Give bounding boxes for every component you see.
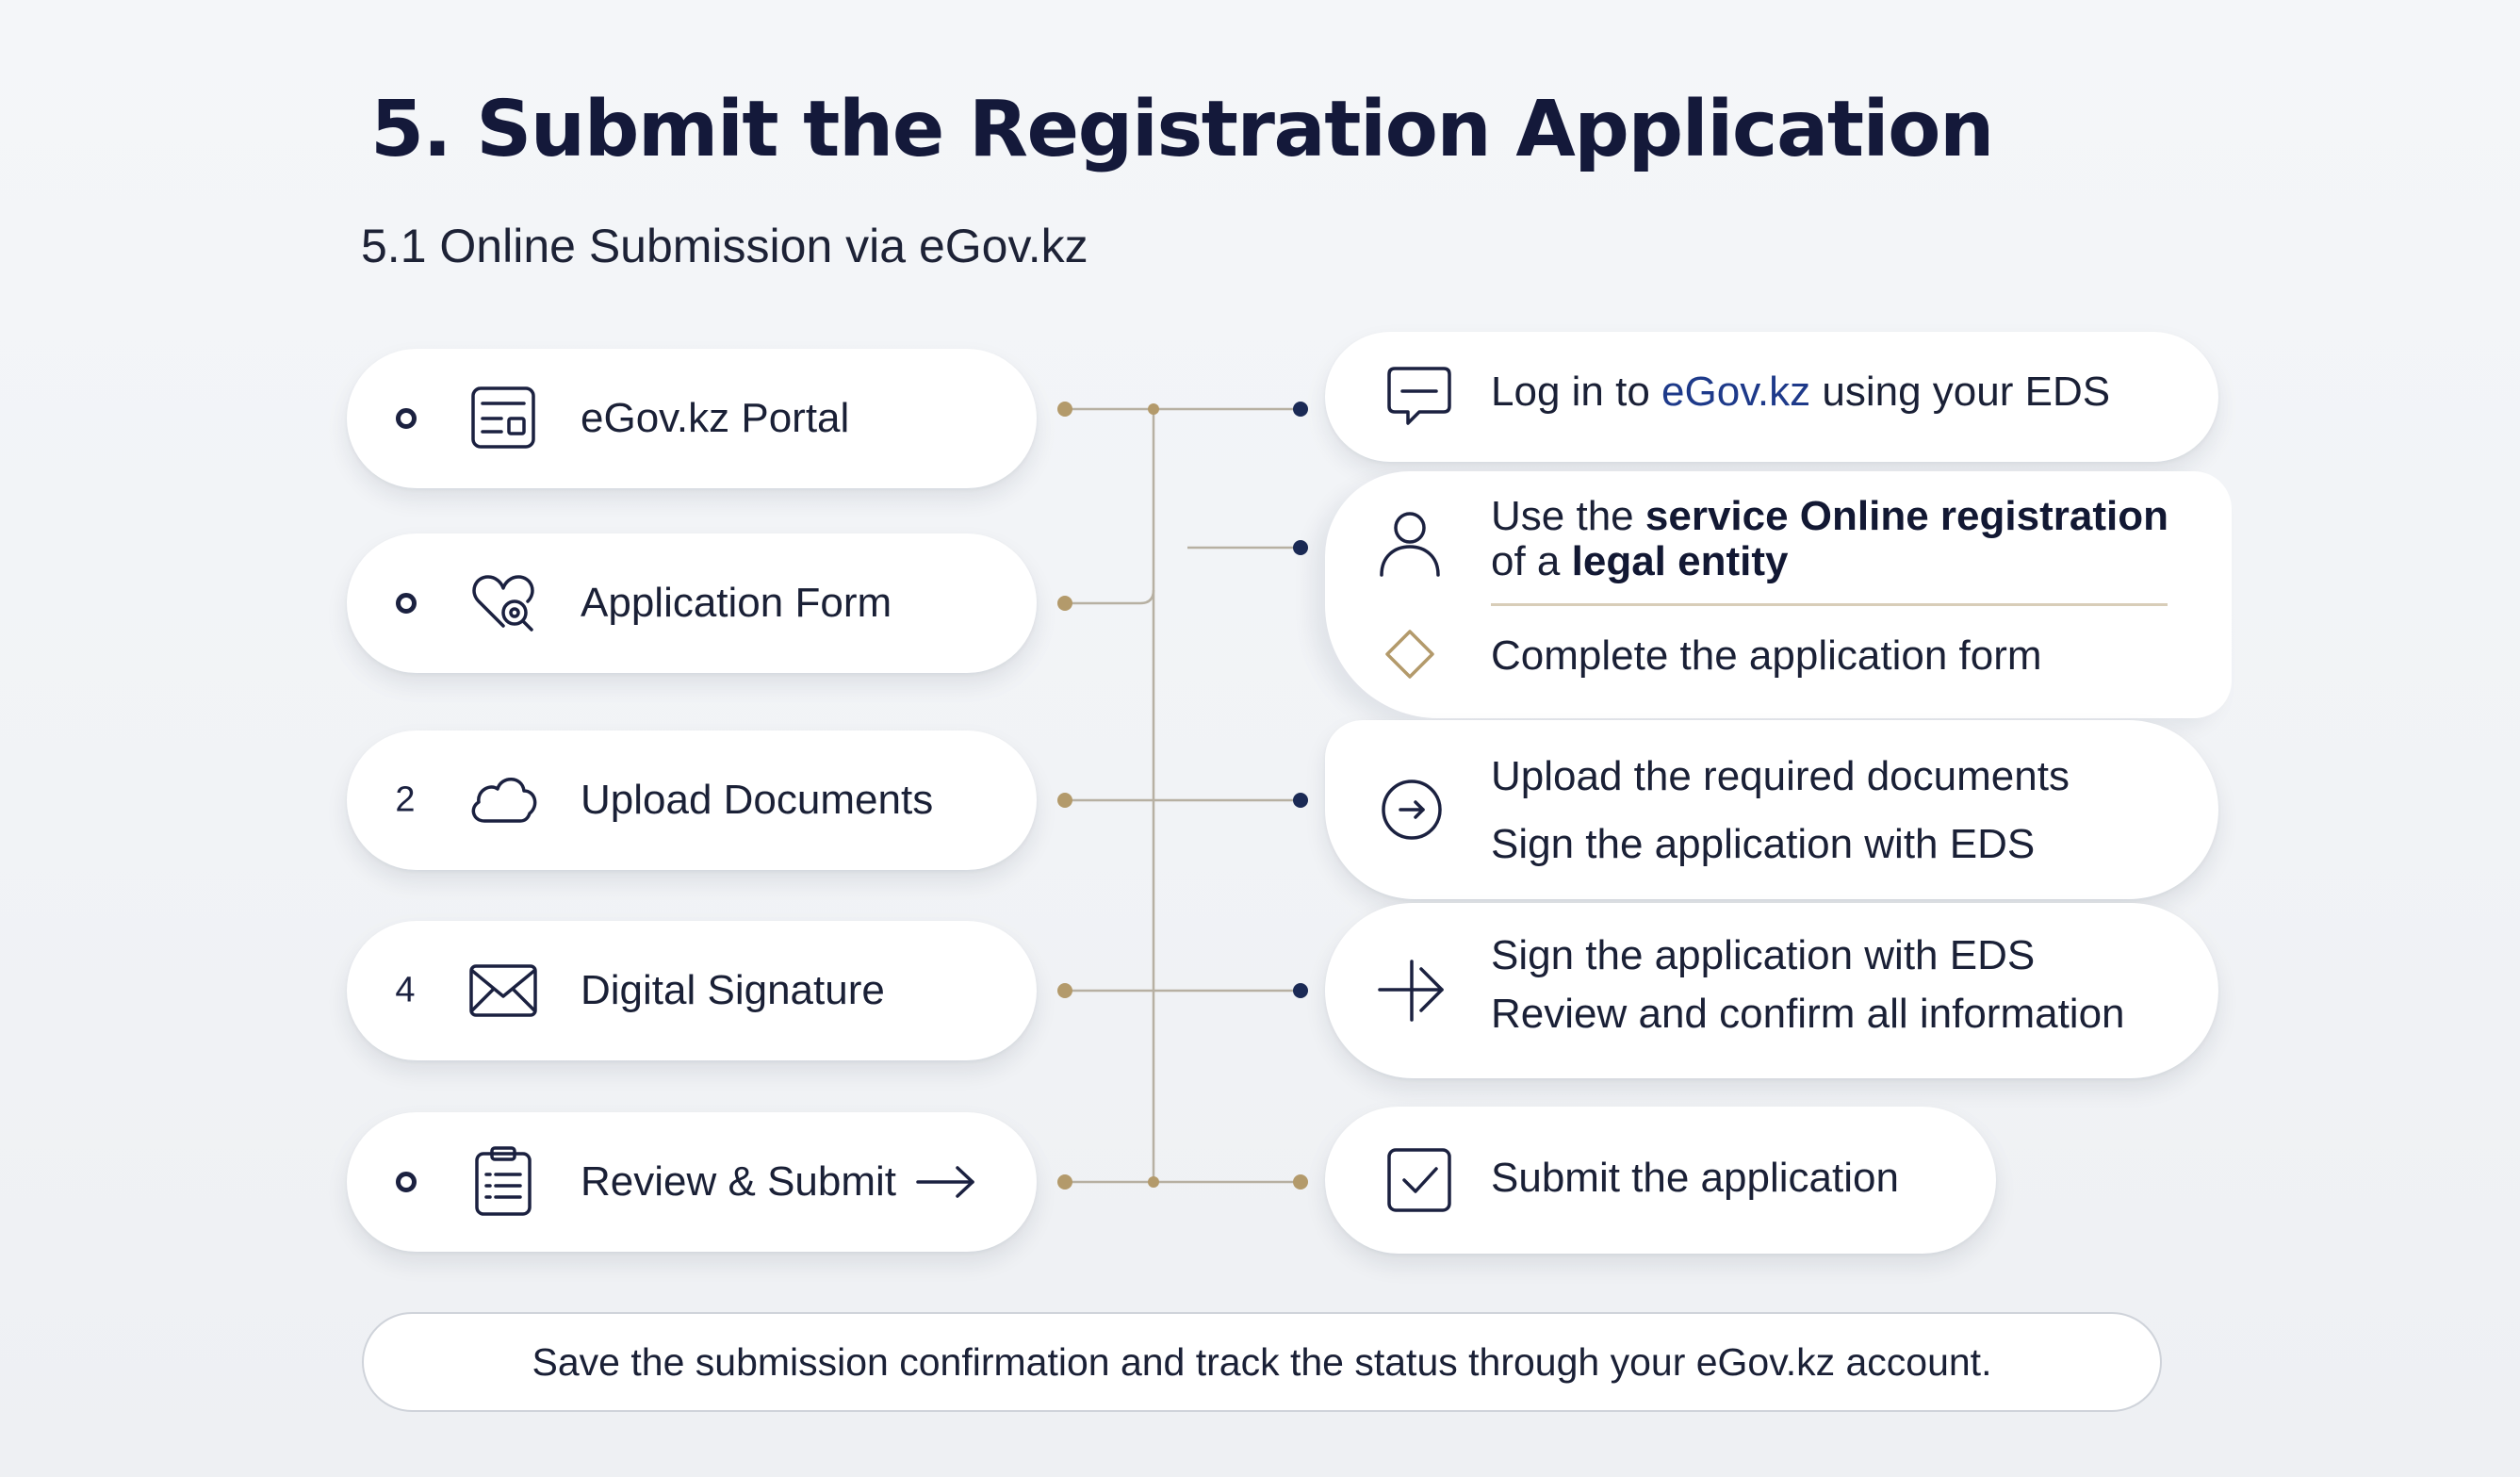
connector-dot — [1148, 403, 1159, 415]
footer-note: Save the submission confirmation and tra… — [362, 1312, 2162, 1412]
complete-form-text: Complete the application form — [1491, 632, 2042, 679]
step-label: Application Form — [581, 580, 892, 626]
login-text: Log in to eGov.kz using your EDS — [1491, 369, 2111, 415]
step-label: Digital Signature — [581, 967, 885, 1013]
connector-dot — [1057, 596, 1072, 611]
step-application-form[interactable]: Application Form — [347, 533, 1037, 673]
submit-text: Submit the application — [1491, 1155, 1899, 1201]
arrow-right-icon — [916, 1166, 974, 1198]
checkbox-icon — [1387, 1148, 1451, 1212]
cloud-icon — [471, 778, 537, 823]
connector-dot — [1057, 983, 1072, 998]
step-egov-portal[interactable]: eGov.kz Portal — [347, 349, 1037, 488]
divider — [1491, 603, 2168, 606]
plus-arrow-icon — [1378, 960, 1444, 1022]
step-label: Review & Submit — [581, 1158, 897, 1205]
heart-search-icon — [472, 575, 534, 632]
action-online-registration-card[interactable]: Use the service Online registration of a… — [1325, 471, 2232, 718]
service-text: Use the service Online registration of a… — [1491, 493, 2168, 584]
connector-dot — [1057, 402, 1072, 417]
chat-bubble-icon — [1387, 367, 1451, 425]
page-title: 5. Submit the Registration Application — [370, 85, 1994, 174]
page-subtitle: 5.1 Online Submission via eGov.kz — [361, 220, 1088, 272]
portal-window-icon — [471, 386, 535, 449]
upload-line-1: Upload the required documents — [1491, 753, 2070, 799]
step-review-submit[interactable]: Review & Submit — [347, 1112, 1037, 1252]
connector-dot — [1148, 1176, 1159, 1188]
action-login[interactable]: Log in to eGov.kz using your EDS — [1325, 332, 2218, 462]
step-upload-documents[interactable]: 2 Upload Documents — [347, 730, 1037, 870]
user-icon — [1380, 512, 1440, 577]
sign-line-1: Sign the application with EDS — [1491, 932, 2036, 978]
diamond-icon — [1385, 630, 1434, 679]
connector-dot — [1293, 793, 1308, 808]
action-submit-application[interactable]: Submit the application — [1325, 1107, 1996, 1254]
egov-link[interactable]: eGov.kz — [1661, 369, 1811, 415]
action-upload-documents[interactable]: Upload the required documents Sign the a… — [1325, 720, 2218, 899]
sign-line-2: Review and confirm all information — [1491, 991, 2125, 1037]
envelope-icon — [469, 964, 537, 1017]
connector-dot — [1293, 983, 1308, 998]
step-label: Upload Documents — [581, 777, 934, 823]
connector-dot — [1293, 540, 1308, 555]
step-marker: 4 — [395, 970, 416, 1010]
connector-line — [1065, 589, 1155, 605]
upload-line-2: Sign the application with EDS — [1491, 821, 2036, 867]
step-marker — [396, 408, 417, 429]
connector-dot — [1057, 793, 1072, 808]
step-digital-signature[interactable]: 4 Digital Signature — [347, 921, 1037, 1060]
connector-dot — [1057, 1174, 1072, 1190]
step-marker — [396, 1172, 417, 1192]
step-label: eGov.kz Portal — [581, 395, 850, 441]
connector-dot — [1293, 1174, 1308, 1190]
connector-dot — [1293, 402, 1308, 417]
step-marker: 2 — [395, 780, 416, 820]
step-marker — [396, 593, 417, 614]
circle-arrow-icon — [1382, 780, 1442, 840]
action-sign-application[interactable]: Sign the application with EDS Review and… — [1325, 903, 2218, 1078]
clipboard-list-icon — [475, 1146, 532, 1216]
